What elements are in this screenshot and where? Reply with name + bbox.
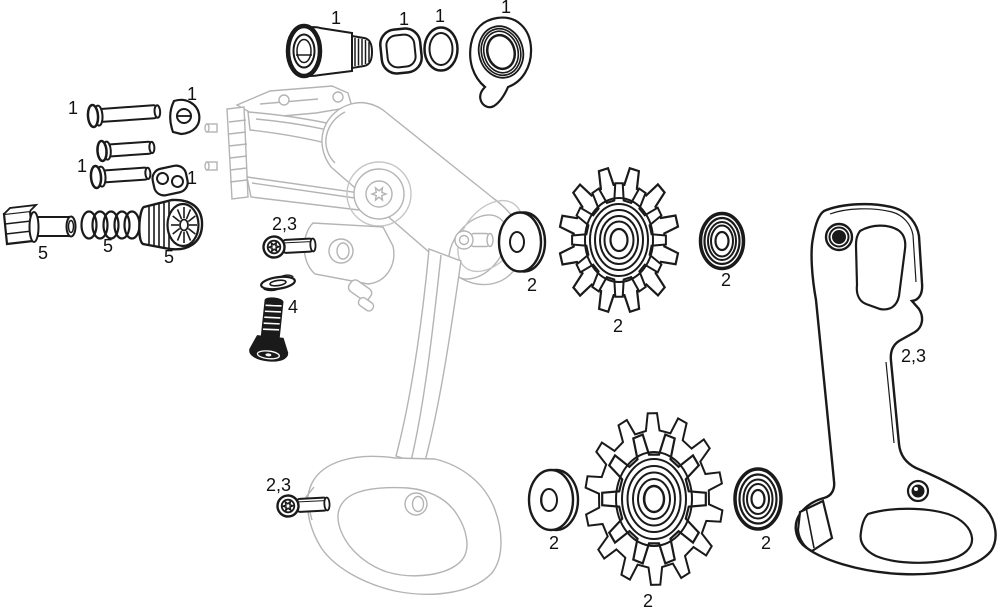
upper-pulley xyxy=(558,166,680,314)
cage-screw-lower xyxy=(276,494,331,518)
upper-pulley-bearing xyxy=(698,211,746,271)
part-label: 1 xyxy=(187,168,197,188)
double-hole-block xyxy=(151,164,189,197)
pivot-pin-upper xyxy=(86,103,162,129)
callout-labels: 1 1 1 1 1 1 1 1 5 5 5 2,3 4 2,3 2 2 2 2 … xyxy=(38,0,926,609)
b-bolt xyxy=(285,23,374,79)
pivot-pin-middle xyxy=(96,139,156,163)
barrel-adjuster-knob xyxy=(138,198,204,251)
part-label: 5 xyxy=(164,247,174,267)
part-label: 1 xyxy=(501,0,511,17)
part-label: 5 xyxy=(103,236,113,256)
d-washer xyxy=(169,98,201,136)
inner-cage-plate xyxy=(794,202,997,576)
square-ring xyxy=(379,27,423,75)
part-label: 1 xyxy=(331,8,341,28)
cage-screw-upper xyxy=(262,235,317,259)
part-label: 2,3 xyxy=(266,475,291,495)
part-label: 2 xyxy=(721,270,731,290)
part-label: 2 xyxy=(549,533,559,553)
part-label: 2 xyxy=(643,591,653,609)
part-label: 1 xyxy=(77,156,87,176)
pivot-pin-lower xyxy=(89,164,152,190)
part-label: 1 xyxy=(399,9,409,29)
derailleur-body-ghost xyxy=(204,85,524,595)
part-label: 1 xyxy=(187,84,197,104)
part-label: 1 xyxy=(68,98,78,118)
wave-washer xyxy=(260,274,296,292)
adjuster-spring xyxy=(80,210,141,240)
upper-pulley-washer xyxy=(497,211,547,273)
part-label: 2 xyxy=(613,316,623,336)
part-label: 2,3 xyxy=(272,214,297,234)
part-label: 2,3 xyxy=(901,346,926,366)
lower-pulley-washer xyxy=(527,468,580,532)
part-label: 5 xyxy=(38,243,48,263)
adjuster-bolt xyxy=(2,203,77,246)
part-label: 2 xyxy=(527,275,537,295)
o-ring xyxy=(423,26,459,72)
hanger-hook xyxy=(469,16,533,109)
part-label: 1 xyxy=(435,6,445,26)
lower-pulley xyxy=(584,412,724,586)
limit-screw xyxy=(249,297,289,362)
part-label: 2 xyxy=(761,533,771,553)
part-label: 4 xyxy=(288,297,298,317)
lower-pulley-bearing xyxy=(733,467,783,531)
